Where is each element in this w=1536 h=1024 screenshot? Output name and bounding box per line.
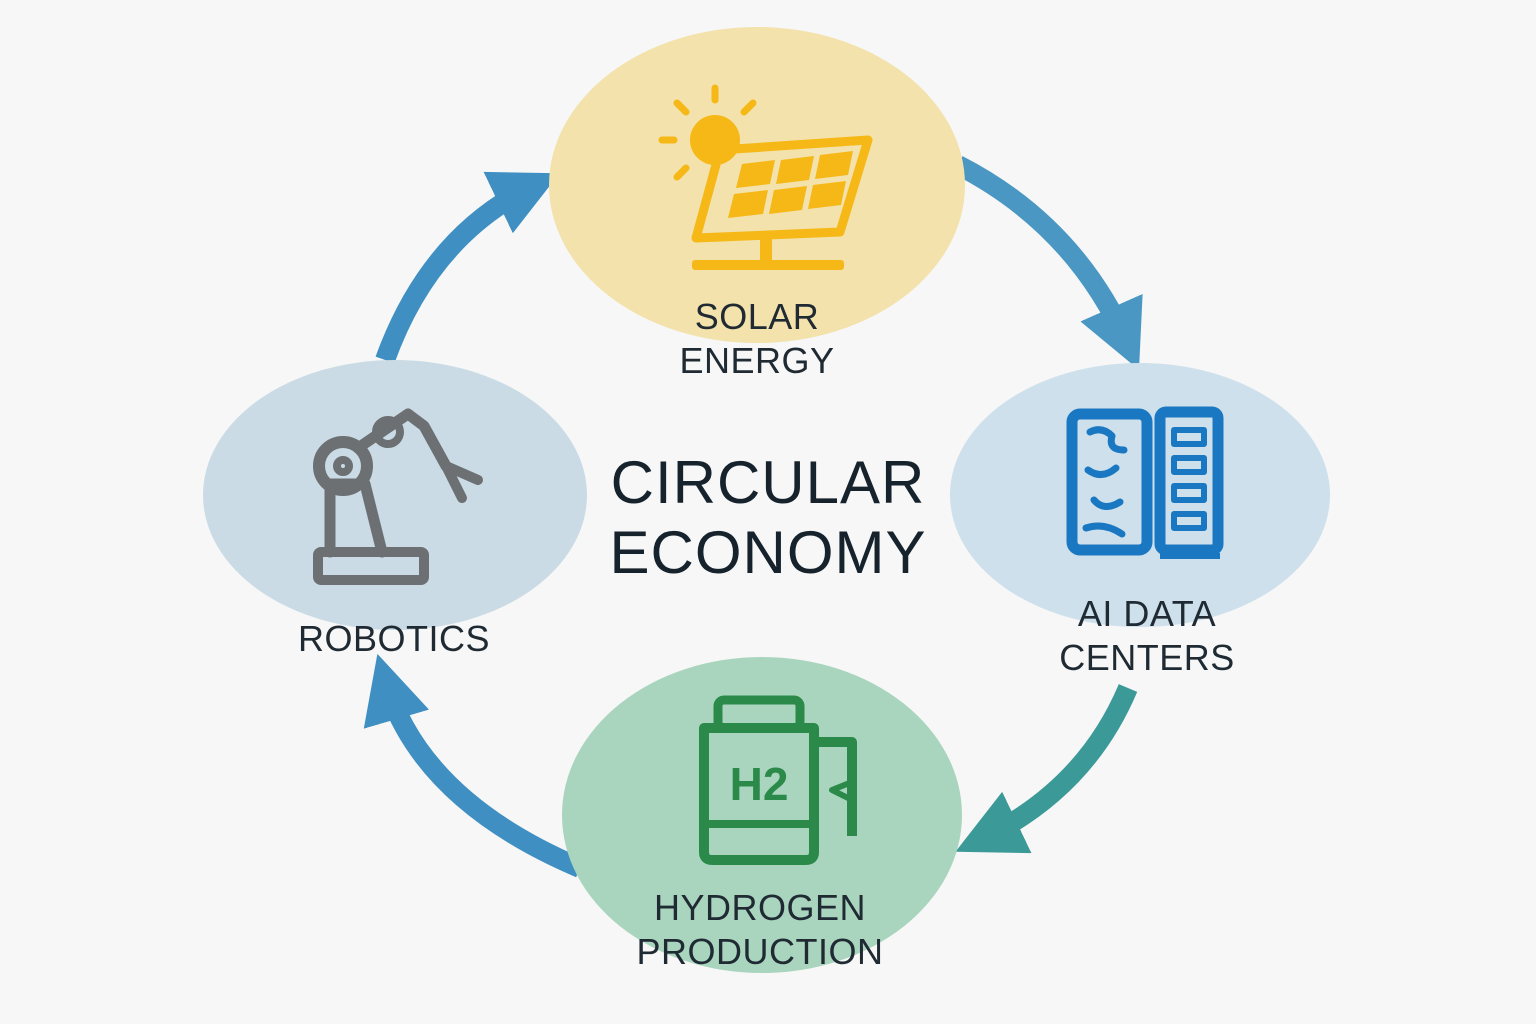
robotics-node bbox=[203, 360, 587, 630]
center-title-line2: ECONOMY bbox=[609, 519, 927, 586]
solar-panel-icon bbox=[658, 84, 873, 270]
ai-data-centers-label-line2: CENTERS bbox=[1059, 637, 1235, 678]
hydrogen-tank-icon: H2 bbox=[699, 695, 857, 865]
ai-data-centers-label: AI DATA CENTERS bbox=[1027, 592, 1267, 680]
hydrogen-production-label-line2: PRODUCTION bbox=[636, 931, 884, 972]
hydrogen-production-node bbox=[562, 657, 962, 973]
center-title: CIRCULAR ECONOMY bbox=[568, 448, 968, 588]
solar-energy-label-line1: SOLAR bbox=[694, 296, 820, 337]
solar-energy-label-line2: ENERGY bbox=[679, 340, 835, 381]
arrow-ai-to-hydrogen bbox=[955, 684, 1138, 854]
arrow-hydrogen-to-robotics bbox=[363, 653, 584, 878]
ai-data-centers-node bbox=[950, 363, 1330, 627]
h2-symbol: H2 bbox=[730, 758, 789, 810]
hydrogen-production-label: HYDROGEN PRODUCTION bbox=[610, 886, 910, 974]
robotics-label-line1: ROBOTICS bbox=[297, 618, 490, 659]
hydrogen-production-label-line1: HYDROGEN bbox=[653, 887, 867, 928]
solar-energy-label: SOLAR ENERGY bbox=[637, 295, 877, 383]
center-title-line1: CIRCULAR bbox=[610, 449, 926, 516]
robotics-label: ROBOTICS bbox=[274, 617, 514, 661]
panel-icon bbox=[728, 151, 853, 218]
ai-data-centers-label-line1: AI DATA bbox=[1077, 593, 1217, 634]
robot-arm-icon bbox=[313, 408, 483, 585]
arrow-robotics-to-solar bbox=[375, 171, 560, 364]
server-rack-icon bbox=[1066, 406, 1224, 559]
arrow-solar-to-ai bbox=[953, 156, 1143, 370]
